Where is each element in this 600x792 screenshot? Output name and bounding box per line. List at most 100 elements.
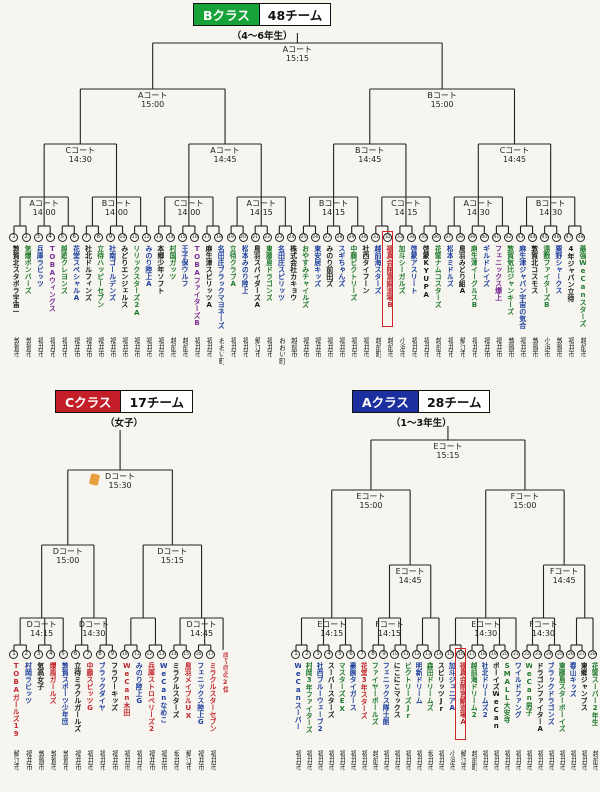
match-court: Eコート xyxy=(317,620,347,629)
team-number: 31 xyxy=(371,233,381,242)
team-city: おおい町 xyxy=(217,337,225,365)
match-court: Dコート xyxy=(186,620,217,629)
match-time: 14:45 xyxy=(552,576,576,585)
team-city: 福井市 xyxy=(196,750,204,771)
team-number: 40 xyxy=(479,233,489,242)
team-city: 福井市 xyxy=(86,750,93,771)
team-number: 26 xyxy=(566,650,576,659)
team-city: 福井市 xyxy=(503,750,511,771)
team-city: 敦賀市 xyxy=(506,337,514,358)
team-name: 敦賀北コスモス xyxy=(530,245,538,294)
team-number: 24 xyxy=(544,650,554,659)
match-court: Bコート xyxy=(101,199,132,208)
bracket-a-title: Aクラス xyxy=(352,390,419,413)
team-city: 福井市 xyxy=(110,750,118,771)
match-time: 14:30 xyxy=(474,629,498,638)
match-time: 15:15 xyxy=(436,451,460,460)
team-number: 15 xyxy=(445,650,455,659)
team-number: 15 xyxy=(178,233,188,242)
team-number: 1 xyxy=(291,650,301,659)
team-name: 松本みのり陸上 xyxy=(241,245,249,294)
match-court: Fコート xyxy=(375,620,404,629)
match-court: Bコート xyxy=(318,199,349,208)
team-name: フェニックス爆上 xyxy=(494,245,502,301)
team-number: 45 xyxy=(540,233,550,242)
team-name: 森田ドリームズ xyxy=(426,662,434,711)
team-name: 兵庫ラビッツ xyxy=(36,245,44,287)
match-court: Dコート xyxy=(52,547,83,556)
team-number: 5 xyxy=(335,650,345,659)
team-name: TOBAガールズ19 xyxy=(12,662,20,738)
team-city: 福井市 xyxy=(382,750,390,771)
team-name: 爆風ガールズ xyxy=(49,662,57,704)
match-time: 14:15 xyxy=(322,208,346,217)
team-name: ブラックダイヤ xyxy=(98,662,106,711)
team-name: にこにこマックス xyxy=(393,662,401,718)
team-city: 福井市 xyxy=(108,337,116,358)
team-number: 15 xyxy=(181,650,191,659)
team-name: 敦賀北スタボラ宇宙一 xyxy=(12,245,20,315)
match-court: Aコート xyxy=(29,199,59,208)
team-city: 福井市 xyxy=(337,337,345,358)
team-number: 23 xyxy=(274,233,284,242)
team-city: 敦賀市 xyxy=(530,337,538,358)
bracket-a-subtitle: （1～3年生） xyxy=(390,418,452,429)
team-number: 16 xyxy=(193,650,203,659)
team-city: 福井市 xyxy=(518,337,526,358)
team-city: 福井市 xyxy=(349,337,357,358)
match-court: Dコート xyxy=(78,620,110,629)
bracket-b-subtitle: （4～6年生） xyxy=(231,31,293,42)
team-number: 12 xyxy=(144,650,154,659)
team-name: 社西ブルーウェーブ2 xyxy=(316,662,324,733)
team-name: フェニックス陸上G xyxy=(196,662,204,726)
team-number: 9 xyxy=(379,650,389,659)
match-court: Cコート xyxy=(499,146,530,155)
team-number: 8 xyxy=(95,650,105,659)
team-name: 加斗シーガルズ xyxy=(398,245,406,294)
team-city: 越前町 xyxy=(470,750,478,771)
team-name: 福真会館富謳道場B xyxy=(386,245,394,309)
match-time: 14:30 xyxy=(82,629,106,638)
team-name: 4年ジャパン立待 xyxy=(566,245,574,302)
team-city: 鯖江市 xyxy=(253,337,261,358)
team-city: 福井市 xyxy=(558,750,566,771)
team-number: 13 xyxy=(423,650,433,659)
team-city: 福井市 xyxy=(135,750,143,771)
team-city: 越前市 xyxy=(168,337,176,358)
team-name: 豪腕タイガース xyxy=(349,662,357,711)
team-number: 12 xyxy=(142,233,152,242)
team-name: 東郷ジャンプス xyxy=(580,662,588,711)
team-number: 4 xyxy=(46,650,56,659)
team-number: 25 xyxy=(555,650,565,659)
team-number: 5 xyxy=(57,233,67,242)
team-name: 越廼クレヨンズ xyxy=(60,245,68,294)
team-city: 福井市 xyxy=(415,750,423,771)
team-name: スギちゃんズ xyxy=(337,245,345,287)
